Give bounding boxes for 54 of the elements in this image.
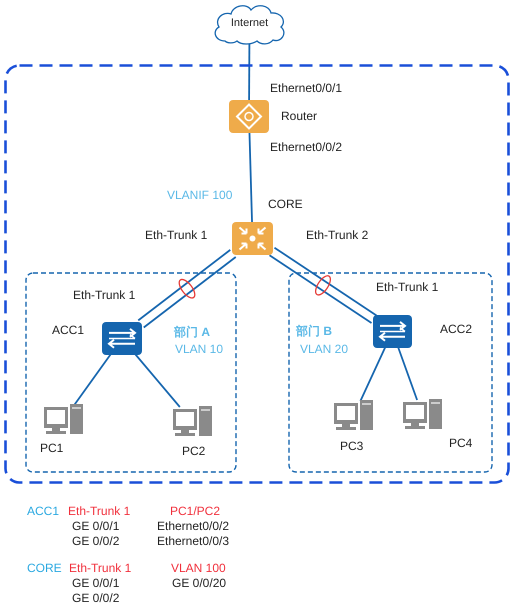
computer-icon xyxy=(402,399,443,431)
department-boundary xyxy=(25,272,237,473)
core-switch-icon xyxy=(232,222,273,255)
computer-icon xyxy=(172,406,213,438)
device-name: ACC1 xyxy=(52,324,84,337)
network-link xyxy=(143,256,236,328)
device-name: ACC2 xyxy=(440,323,472,336)
network-link xyxy=(248,132,253,224)
department-name: 部门 A xyxy=(174,326,210,339)
node-label: Internet xyxy=(230,17,268,30)
network-link xyxy=(74,353,112,406)
device-name: PC1 xyxy=(40,442,64,455)
computer-icon xyxy=(43,404,84,436)
network-link xyxy=(138,249,231,322)
config-text: GE 0/0/1 xyxy=(72,520,120,533)
switch-icon xyxy=(373,315,412,348)
port-label: Eth-Trunk 1 xyxy=(73,289,136,302)
config-text: GE 0/0/20 xyxy=(172,577,226,590)
config-text: ACC1 xyxy=(27,505,60,518)
computer-icon xyxy=(333,400,374,432)
config-text: GE 0/0/2 xyxy=(72,535,120,548)
port-label: Ethernet0/0/1 xyxy=(270,82,342,95)
config-text: Eth-Trunk 1 xyxy=(69,562,132,575)
config-text: Ethernet0/0/3 xyxy=(157,535,230,548)
vlan-label: VLAN 10 xyxy=(175,343,224,356)
port-label: Eth-Trunk 2 xyxy=(306,229,368,242)
network-link xyxy=(248,44,250,101)
network-link xyxy=(269,254,372,324)
port-label: Eth-Trunk 1 xyxy=(376,281,438,294)
network-link xyxy=(397,346,418,400)
vlan-label: VLAN 20 xyxy=(300,343,348,356)
config-text: Ethernet0/0/2 xyxy=(157,520,230,533)
config-text: PC1/PC2 xyxy=(170,505,220,518)
department-name: 部门 B xyxy=(296,325,332,338)
device-name: PC3 xyxy=(340,440,364,453)
network-link xyxy=(134,353,181,408)
switch-icon xyxy=(102,322,142,355)
router-icon xyxy=(229,100,269,133)
device-name: CORE xyxy=(268,198,303,211)
port-label: Ethernet0/0/2 xyxy=(270,141,342,154)
device-name: PC2 xyxy=(182,445,206,458)
device-name: PC4 xyxy=(449,437,472,450)
device-name: Router xyxy=(281,110,318,123)
port-label: Eth-Trunk 1 xyxy=(145,229,208,242)
port-label: VLANIF 100 xyxy=(167,189,232,202)
config-text: VLAN 100 xyxy=(171,562,226,575)
config-text: CORE xyxy=(27,562,62,575)
config-text: GE 0/0/1 xyxy=(72,577,120,590)
network-link xyxy=(274,246,377,316)
network-boundary xyxy=(4,64,510,484)
config-text: Eth-Trunk 1 xyxy=(68,505,130,518)
network-link xyxy=(360,346,386,402)
department-boundary xyxy=(288,272,493,473)
config-text: GE 0/0/2 xyxy=(72,592,120,605)
